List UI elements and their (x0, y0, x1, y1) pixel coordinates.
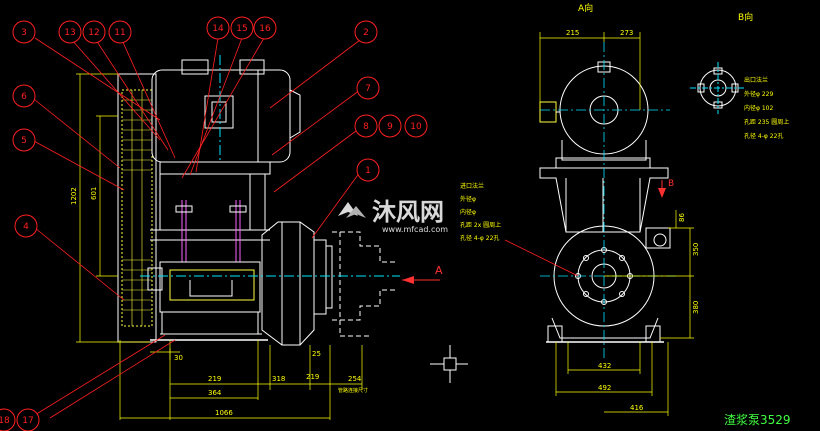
svg-text:2: 2 (363, 28, 369, 38)
balloon-14: 14 (206, 16, 230, 40)
inlet-line-4: 孔径 4-φ 22孔 (460, 234, 499, 242)
side-dimensions (539, 32, 694, 416)
balloon-2: 2 (354, 20, 378, 44)
inlet-line-3: 孔距 2x 圆周上 (460, 221, 501, 229)
watermark-logo-icon (338, 202, 366, 218)
pump-casing (261, 221, 333, 346)
balloon-callouts: 3 13 12 11 14 15 16 2 6 7 5 8 9 10 1 4 1… (0, 16, 428, 431)
inlet-flange-notes: 进口法兰 外径φ 内径φ 孔距 2x 圆周上 孔径 4-φ 22孔 (460, 182, 501, 242)
dim-25: 25 (312, 350, 321, 358)
inlet-line-2: 内径φ (460, 208, 476, 216)
svg-text:8: 8 (363, 122, 369, 132)
inlet-leader (504, 239, 579, 277)
svg-text:5: 5 (21, 136, 27, 146)
dim-215: 215 (566, 29, 579, 37)
balloon-leaders (29, 37, 361, 419)
svg-text:15: 15 (236, 24, 247, 34)
view-arrow-b: B (658, 179, 674, 198)
dim-380: 380 (692, 301, 700, 314)
balloon-5: 5 (12, 128, 36, 152)
dim-364: 364 (208, 389, 222, 397)
dim-601: 601 (90, 187, 98, 200)
dim-318: 318 (272, 375, 285, 383)
balloon-17: 17 (16, 408, 40, 431)
dim-flange-note: 管路连接尺寸 (338, 387, 368, 394)
dim-416: 416 (630, 404, 644, 412)
origin-cross (430, 345, 468, 383)
dim-1202: 1202 (70, 187, 78, 205)
arrow-a-label: A (435, 264, 443, 277)
side-dimension-texts: 215 273 350 380 86 432 492 416 (566, 29, 700, 412)
balloon-3: 3 (12, 20, 36, 44)
main-dimension-texts: 1202 601 30 219 318 219 254 364 1066 25 … (70, 187, 368, 417)
inlet-line-1: 外径φ (460, 195, 476, 203)
balloon-10: 10 (404, 114, 428, 138)
svg-text:17: 17 (22, 416, 33, 426)
outlet-line-3: 孔距 235 圆周上 (744, 118, 789, 126)
dim-219b: 219 (306, 373, 319, 381)
svg-text:12: 12 (88, 28, 99, 38)
balloon-9: 9 (378, 114, 402, 138)
drawing-title: 渣浆泵3529 (724, 412, 791, 427)
dim-350: 350 (692, 243, 700, 256)
balloon-4: 4 (14, 214, 38, 238)
balloon-18: 18 (0, 408, 16, 431)
svg-text:13: 13 (64, 28, 75, 38)
view-b-title: B向 (738, 11, 753, 23)
motor-frame (150, 161, 271, 262)
outlet-line-2: 内径φ 102 (744, 104, 774, 112)
balloon-11: 11 (108, 20, 132, 44)
dim-273: 273 (620, 29, 633, 37)
bearing-assembly (147, 261, 268, 341)
watermark-url: www.mfcad.com (382, 225, 448, 234)
svg-text:6: 6 (21, 92, 27, 102)
balloon-16: 16 (253, 16, 277, 40)
balloon-6: 6 (12, 84, 36, 108)
balloon-12: 12 (82, 20, 106, 44)
dim-30: 30 (174, 354, 183, 362)
outlet-line-1: 外径φ 229 (744, 90, 774, 98)
svg-text:16: 16 (259, 24, 271, 34)
arrow-b-label: B (668, 179, 674, 189)
view-a-title: A向 (578, 2, 593, 14)
balloon-7: 7 (356, 76, 380, 100)
balloon-15: 15 (230, 16, 254, 40)
svg-text:3: 3 (21, 28, 27, 38)
dim-219a: 219 (208, 375, 221, 383)
watermark: 沐风网 www.mfcad.com (338, 198, 448, 234)
svg-text:7: 7 (365, 84, 371, 94)
outlet-title: 出口法兰 (744, 76, 768, 84)
view-arrow-a: A (402, 264, 443, 284)
flange-detail (690, 62, 746, 114)
inlet-pipe-outline (332, 231, 396, 337)
inlet-title: 进口法兰 (460, 182, 484, 190)
balloon-13: 13 (58, 20, 82, 44)
dim-86: 86 (678, 213, 686, 222)
svg-text:4: 4 (23, 222, 29, 232)
dim-1066: 1066 (215, 409, 233, 417)
watermark-brand: 沐风网 (372, 198, 444, 226)
dim-254: 254 (348, 375, 362, 383)
dim-432: 432 (598, 362, 611, 370)
main-dimensions (76, 73, 363, 420)
svg-text:1: 1 (365, 166, 371, 176)
svg-text:18: 18 (0, 416, 10, 426)
svg-text:9: 9 (387, 122, 393, 132)
svg-text:11: 11 (114, 28, 125, 38)
dim-492: 492 (598, 384, 611, 392)
svg-text:10: 10 (410, 122, 422, 132)
balloon-8: 8 (354, 114, 378, 138)
balloon-1: 1 (356, 158, 380, 182)
main-view (117, 55, 400, 346)
outlet-line-4: 孔径 4-φ 22孔 (744, 132, 783, 140)
outlet-flange-notes: 出口法兰 外径φ 229 内径φ 102 孔距 235 圆周上 孔径 4-φ 2… (744, 76, 789, 140)
svg-text:14: 14 (212, 24, 224, 34)
